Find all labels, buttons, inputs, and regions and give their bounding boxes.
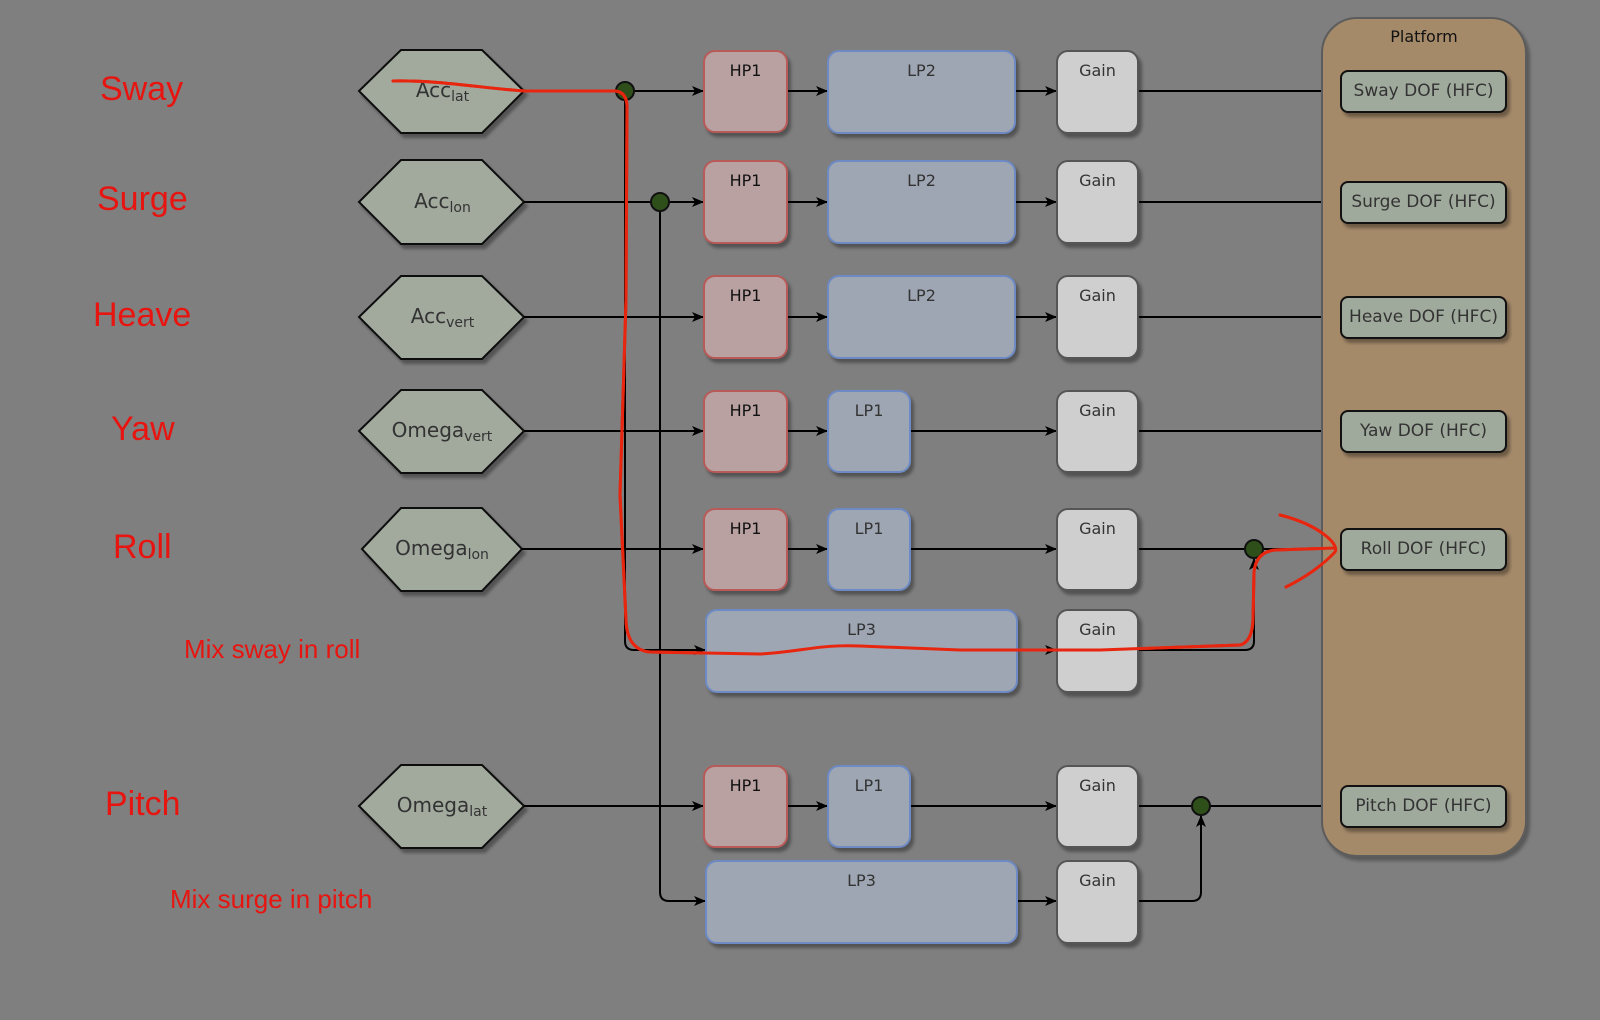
block-label: Gain	[1079, 620, 1116, 639]
lp3-block-pitch-mix[interactable]: LP3	[705, 860, 1018, 944]
block-label: Gain	[1079, 171, 1116, 190]
platform-output-sway[interactable]: Sway DOF (HFC)	[1340, 70, 1507, 113]
lp2-block-heave[interactable]: LP2	[827, 275, 1016, 359]
block-label: LP1	[854, 776, 884, 795]
gain-block-sway[interactable]: Gain	[1056, 50, 1139, 134]
mix-label-surge-in-pitch: Mix surge in pitch	[170, 884, 373, 914]
wire-roll-mix-to-junction	[1139, 558, 1259, 651]
dof-label-yaw: Yaw	[111, 410, 175, 448]
hp1-block-heave[interactable]: HP1	[703, 275, 788, 359]
platform-output-roll[interactable]: Roll DOF (HFC)	[1340, 528, 1507, 571]
block-label: Gain	[1079, 61, 1116, 80]
block-label: LP2	[907, 171, 936, 190]
block-label: Gain	[1079, 776, 1116, 795]
input-label-omega-lon: Omegalon	[395, 536, 489, 563]
lp1-block-pitch[interactable]: LP1	[827, 765, 911, 848]
block-label: HP1	[729, 61, 762, 80]
dof-label-sway: Sway	[100, 70, 184, 108]
gain-block-pitch[interactable]: Gain	[1056, 765, 1139, 848]
lp1-block-roll[interactable]: LP1	[827, 508, 911, 591]
gain-block-surge[interactable]: Gain	[1056, 160, 1139, 244]
dof-label-heave: Heave	[93, 296, 192, 334]
dof-label-roll: Roll	[113, 528, 172, 566]
block-label: LP2	[907, 61, 936, 80]
platform-output-pitch[interactable]: Pitch DOF (HFC)	[1340, 785, 1507, 828]
block-label: LP3	[847, 871, 876, 890]
dof-label-surge: Surge	[97, 180, 188, 218]
gain-block-roll-mix[interactable]: Gain	[1056, 609, 1139, 693]
hp1-block-roll[interactable]: HP1	[703, 508, 788, 591]
block-label: LP1	[854, 519, 884, 538]
platform-output-heave[interactable]: Heave DOF (HFC)	[1340, 296, 1507, 339]
platform-output-surge[interactable]: Surge DOF (HFC)	[1340, 181, 1507, 224]
gain-block-yaw[interactable]: Gain	[1056, 390, 1139, 473]
gain-block-pitch-mix[interactable]: Gain	[1056, 860, 1139, 944]
hp1-block-sway[interactable]: HP1	[703, 50, 788, 133]
junction-surge-split	[650, 192, 670, 212]
block-label: Gain	[1079, 519, 1116, 538]
input-hexagons	[357, 49, 526, 849]
block-label: LP2	[907, 286, 936, 305]
lp3-block-roll-mix[interactable]: LP3	[705, 609, 1018, 693]
input-label-acc-vert: Accvert	[410, 304, 475, 331]
gain-block-heave[interactable]: Gain	[1056, 275, 1139, 359]
block-label: Gain	[1079, 401, 1116, 420]
block-label: Gain	[1079, 286, 1116, 305]
block-label: LP3	[847, 620, 876, 639]
block-label: HP1	[729, 171, 762, 190]
mix-label-sway-in-roll: Mix sway in roll	[184, 634, 361, 664]
input-label-acc-lon: Acclon	[414, 189, 471, 216]
hp1-block-pitch[interactable]: HP1	[703, 765, 788, 848]
hp1-block-surge[interactable]: HP1	[703, 160, 788, 244]
dof-label-pitch: Pitch	[105, 785, 181, 823]
input-label-omega-vert: Omegavert	[391, 418, 493, 445]
block-label: LP1	[854, 401, 884, 420]
lp2-block-surge[interactable]: LP2	[827, 160, 1016, 244]
lp2-block-sway[interactable]: LP2	[827, 50, 1016, 134]
platform-title: Platform	[1390, 27, 1458, 46]
block-label: HP1	[729, 519, 762, 538]
junction-pitch-sum	[1191, 796, 1211, 816]
input-label-omega-lat: Omegalat	[396, 793, 488, 820]
wire-sway-branch-to-lp3	[624, 91, 706, 655]
hp1-block-yaw[interactable]: HP1	[703, 390, 788, 473]
wire-surge-branch-to-lp3	[659, 202, 706, 906]
block-label: Gain	[1079, 871, 1116, 890]
wire-pitch-mix-to-junction	[1139, 815, 1206, 902]
block-label: HP1	[729, 776, 762, 795]
block-label: HP1	[729, 286, 762, 305]
gain-block-roll[interactable]: Gain	[1056, 508, 1139, 591]
lp1-block-yaw[interactable]: LP1	[827, 390, 911, 473]
block-label: HP1	[729, 401, 762, 420]
platform-output-yaw[interactable]: Yaw DOF (HFC)	[1340, 410, 1507, 453]
input-label-acc-lat: Acclat	[415, 78, 470, 105]
